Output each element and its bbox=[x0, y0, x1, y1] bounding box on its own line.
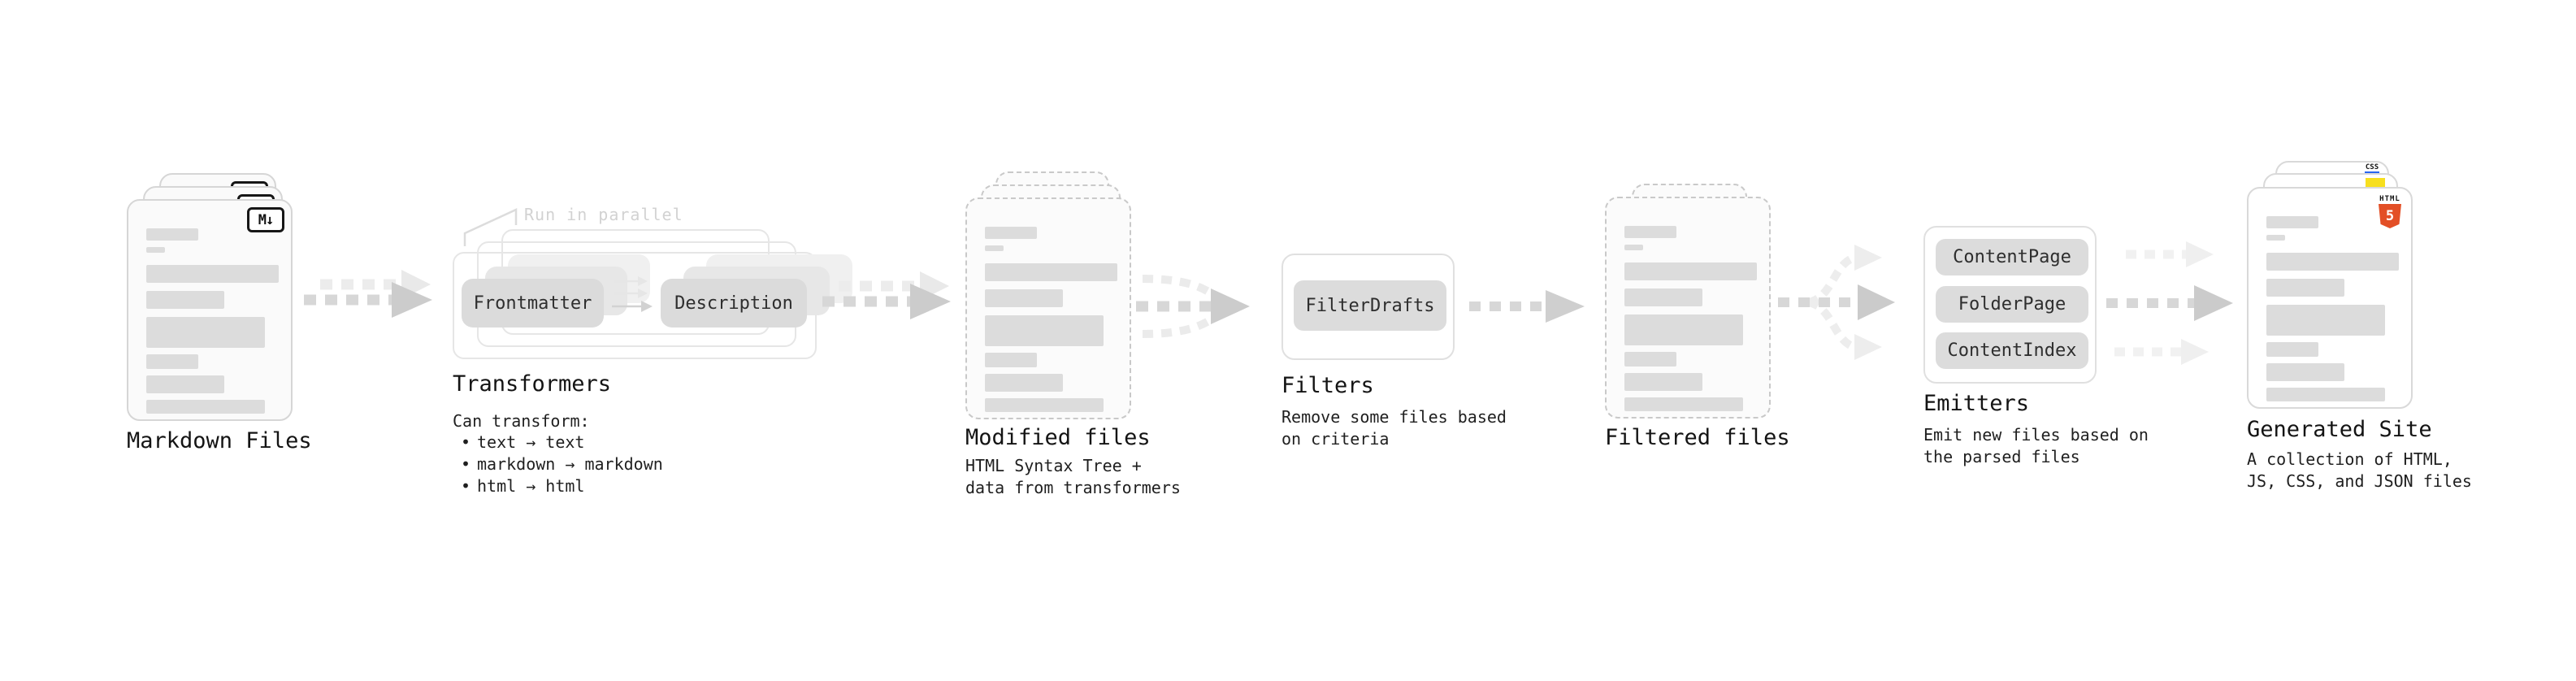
modified-files-stack bbox=[965, 171, 1160, 423]
modified-file-sheet-front bbox=[965, 197, 1131, 419]
markdown-file-sheet-front: M↓ bbox=[127, 199, 293, 421]
transform-types-list: text → text markdown → markdown html → h… bbox=[453, 432, 663, 497]
filters-box: FilterDrafts bbox=[1281, 254, 1455, 360]
filter-pill-filterdrafts: FilterDrafts bbox=[1294, 280, 1446, 331]
css-badge-text: CSS bbox=[2365, 163, 2379, 171]
filtered-file-sheet-front bbox=[1605, 197, 1771, 419]
parallel-arrows-icon bbox=[612, 276, 653, 312]
document-text-placeholder bbox=[967, 199, 1130, 412]
html-file-sheet: HTML 5 bbox=[2247, 187, 2413, 409]
html5-icon: HTML 5 bbox=[2376, 195, 2404, 228]
transform-type-item: markdown → markdown bbox=[453, 453, 663, 475]
emitter-pill-folderpage: FolderPage bbox=[1936, 286, 2088, 323]
flow-arrow-filters-to-filtered bbox=[1469, 290, 1585, 323]
transformers-description: Can transform: text → text markdown → ma… bbox=[453, 410, 663, 497]
annotation-leader-line bbox=[463, 208, 518, 246]
generated-site-description: A collection of HTML, JS, CSS, and JSON … bbox=[2247, 449, 2472, 491]
flow-arrow-markdown-to-transformers bbox=[304, 270, 432, 318]
markdown-icon: M↓ bbox=[247, 207, 284, 232]
flow-arrow-filtered-to-emitters bbox=[1778, 245, 1895, 360]
generated-site-stack: CSS HTML 5 bbox=[2247, 161, 2442, 413]
filters-description: Remove some files based on criteria bbox=[1281, 407, 1507, 449]
flow-arrows-emitters-to-generated bbox=[2106, 241, 2233, 365]
modified-files-description: HTML Syntax Tree + data from transformer… bbox=[965, 456, 1181, 497]
filters-label: Filters bbox=[1281, 373, 1374, 398]
flow-arrow-modified-to-filters bbox=[1136, 275, 1250, 338]
run-in-parallel-annotation: Run in parallel bbox=[524, 205, 683, 224]
emitters-box: ContentPage FolderPage ContentIndex bbox=[1923, 226, 2097, 384]
document-text-placeholder bbox=[128, 201, 291, 414]
css-icon: CSS bbox=[2365, 163, 2379, 174]
css-badge-underline bbox=[2365, 171, 2379, 174]
markdown-files-label: Markdown Files bbox=[127, 428, 312, 453]
emitters-description: Emit new files based on the parsed files bbox=[1923, 425, 2149, 466]
filtered-files-label: Filtered files bbox=[1605, 425, 1790, 450]
can-transform-text: Can transform: bbox=[453, 411, 590, 431]
emitters-label: Emitters bbox=[1923, 391, 2030, 416]
html5-word: HTML bbox=[2379, 195, 2400, 203]
modified-files-label: Modified files bbox=[965, 425, 1151, 450]
flow-arrow-transformers-to-modified bbox=[822, 271, 951, 319]
html5-shield: 5 bbox=[2379, 204, 2401, 228]
transform-type-item: text → text bbox=[453, 432, 663, 453]
transformers-label: Transformers bbox=[453, 371, 612, 397]
document-text-placeholder bbox=[1607, 198, 1769, 411]
filtered-files-stack bbox=[1605, 184, 1800, 427]
generated-site-label: Generated Site bbox=[2247, 417, 2432, 442]
emitter-pill-contentpage: ContentPage bbox=[1936, 239, 2088, 275]
emitter-pill-contentindex: ContentIndex bbox=[1936, 332, 2088, 369]
transform-type-item: html → html bbox=[453, 475, 663, 497]
markdown-files-stack: M↓ M↓ M↓ bbox=[127, 173, 322, 425]
document-text-placeholder bbox=[2249, 189, 2411, 401]
transformers-cluster: Run in parallel Frontmatter Description bbox=[453, 203, 852, 374]
transformer-pill-frontmatter: Frontmatter bbox=[462, 279, 604, 327]
transformer-pill-description: Description bbox=[661, 279, 807, 327]
